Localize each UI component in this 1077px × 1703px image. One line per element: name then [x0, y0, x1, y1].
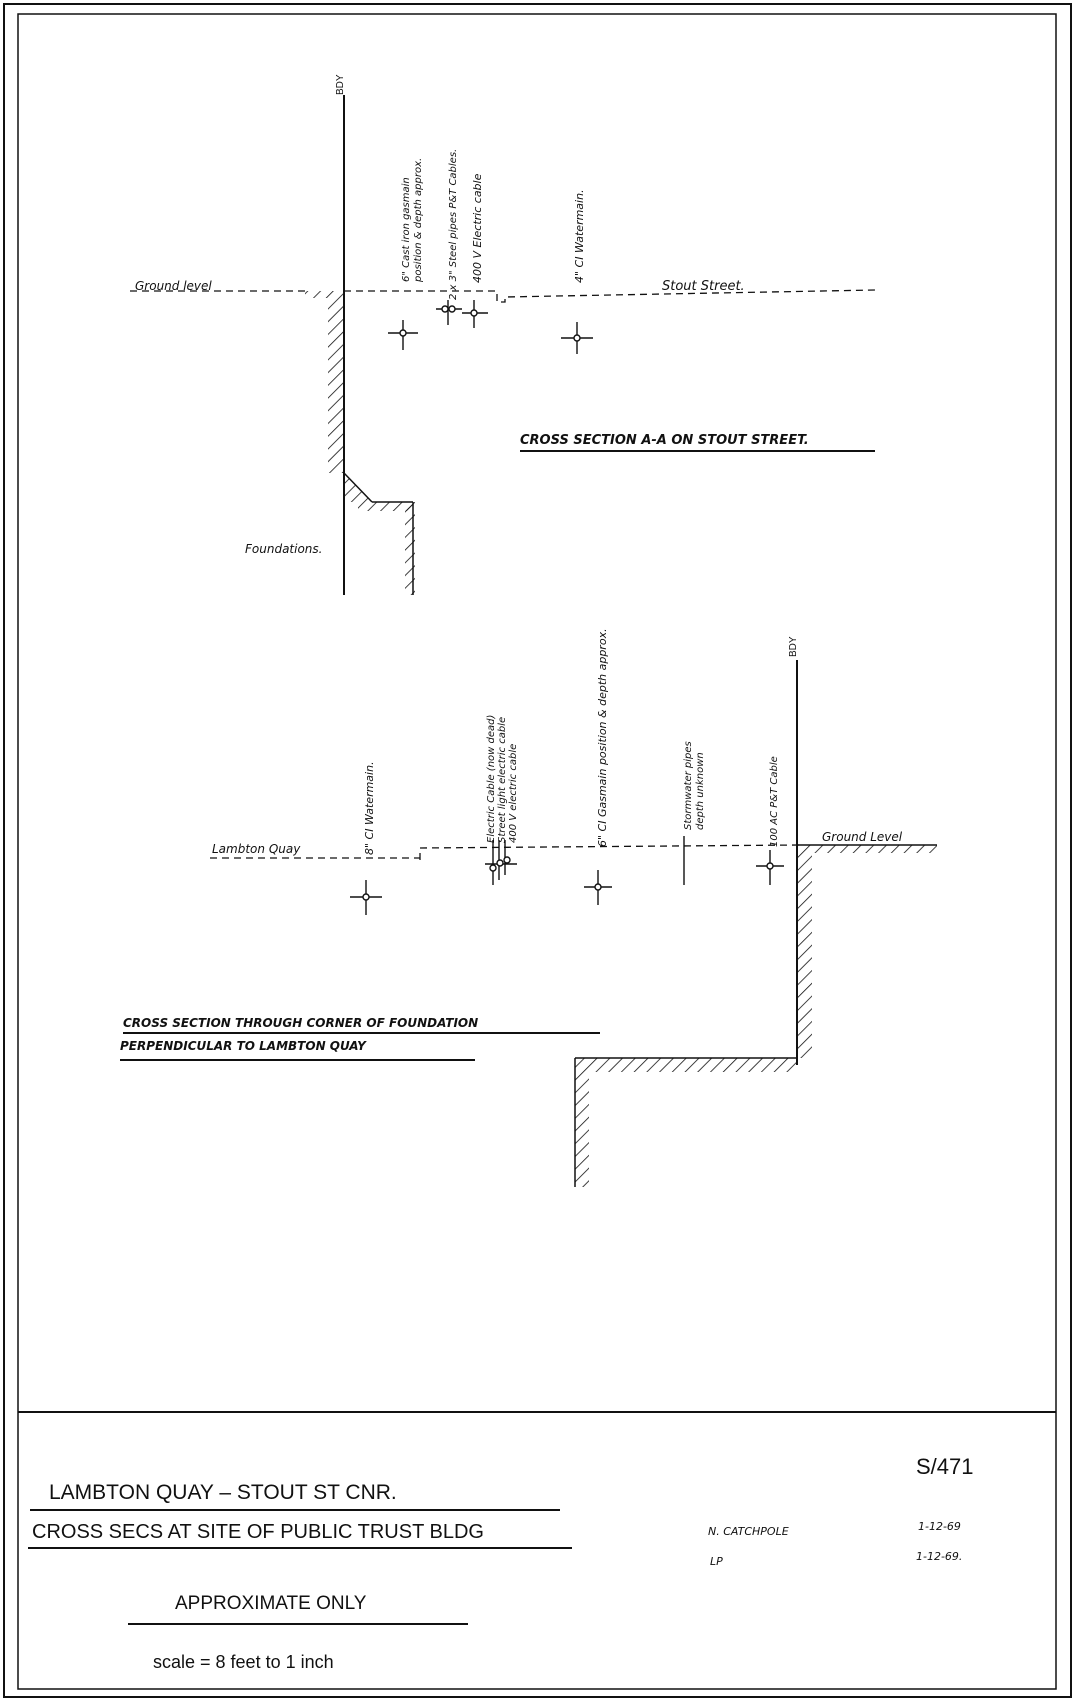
service-label: 100 AC P&T Cable [769, 756, 780, 847]
foundation-hatch-pier [575, 1072, 589, 1187]
section-title-line2: PERPENDICULAR TO LAMBTON QUAY [120, 1039, 367, 1053]
service-marker-pt-cable [756, 850, 784, 885]
scale-note: scale = 8 feet to 1 inch [153, 1652, 334, 1672]
drawing-number: S/471 [916, 1454, 974, 1479]
service-label: 400 V electric cable [508, 744, 519, 843]
title-line2: CROSS SECS AT SITE OF PUBLIC TRUST BLDG [32, 1521, 484, 1543]
service-marker-watermain [350, 880, 382, 915]
section-lambton-quay: BDY Lambton Quay Ground Level [120, 628, 937, 1187]
service-marker-watermain [561, 322, 593, 354]
checked-by: LP [710, 1555, 723, 1568]
foundation-hatch-floor [575, 1058, 797, 1072]
ground-label: Ground Level [822, 830, 903, 844]
service-label: 8" CI Watermain. [363, 761, 376, 855]
ground-hatch [797, 845, 937, 853]
approximate-note: APPROXIMATE ONLY [175, 1593, 367, 1614]
ground-line-street [210, 844, 801, 862]
boundary-label: BDY [788, 636, 799, 657]
foundation-hatch-wall [328, 298, 344, 473]
title-block: S/471 LAMBTON QUAY – STOUT ST CNR. CROSS… [28, 1454, 974, 1672]
section-title-line1: CROSS SECTION THROUGH CORNER OF FOUNDATI… [123, 1016, 478, 1030]
title-line1: LAMBTON QUAY – STOUT ST CNR. [49, 1481, 397, 1504]
foundation-edge [343, 472, 373, 503]
drawn-date: 1-12-69 [918, 1520, 961, 1533]
service-label: 6" CI Gasmain position & depth approx. [596, 628, 609, 847]
ground-line-street [344, 289, 876, 303]
outer-border [3, 3, 1072, 1698]
foundation-hatch-pier [405, 502, 415, 595]
service-label: Electric Cable (now dead) [486, 715, 497, 843]
section-title: CROSS SECTION A-A ON STOUT STREET. [520, 433, 809, 448]
service-label: 4" CI Watermain. [573, 189, 586, 283]
service-marker-electric-cable [462, 300, 488, 328]
street-label: Lambton Quay [212, 842, 301, 856]
street-label: Stout Street. [662, 279, 745, 294]
service-label: Street light electric cable [497, 717, 508, 843]
service-marker-gasmain [584, 870, 612, 905]
service-label: position & depth approx. [413, 158, 424, 283]
service-label: 6" Cast iron gasmain [401, 177, 412, 282]
checked-date: 1-12-69. [916, 1550, 962, 1563]
service-label: Stormwater pipes [683, 741, 694, 830]
drawn-by: N. CATCHPOLE [708, 1525, 789, 1538]
service-label: 2 x 3" Steel pipes P&T Cables. [448, 149, 459, 300]
boundary-label: BDY [335, 74, 346, 95]
ground-label: Ground level [135, 279, 212, 293]
foundation-hatch-footing [358, 502, 413, 511]
service-label: depth unknown [695, 752, 706, 830]
foundation-hatch-top [305, 291, 344, 298]
foundation-hatch-wall [797, 853, 812, 1058]
inner-border [17, 13, 1057, 1690]
service-marker-gasmain [388, 320, 418, 350]
service-marker-electric-cables [485, 840, 517, 885]
service-label: 400 V Electric cable [471, 173, 484, 283]
section-stout-street: BDY Ground level Stout Street. Foundatio… [130, 74, 876, 595]
foundations-label: Foundations. [245, 542, 322, 556]
service-marker-steel-pipes [436, 300, 462, 325]
